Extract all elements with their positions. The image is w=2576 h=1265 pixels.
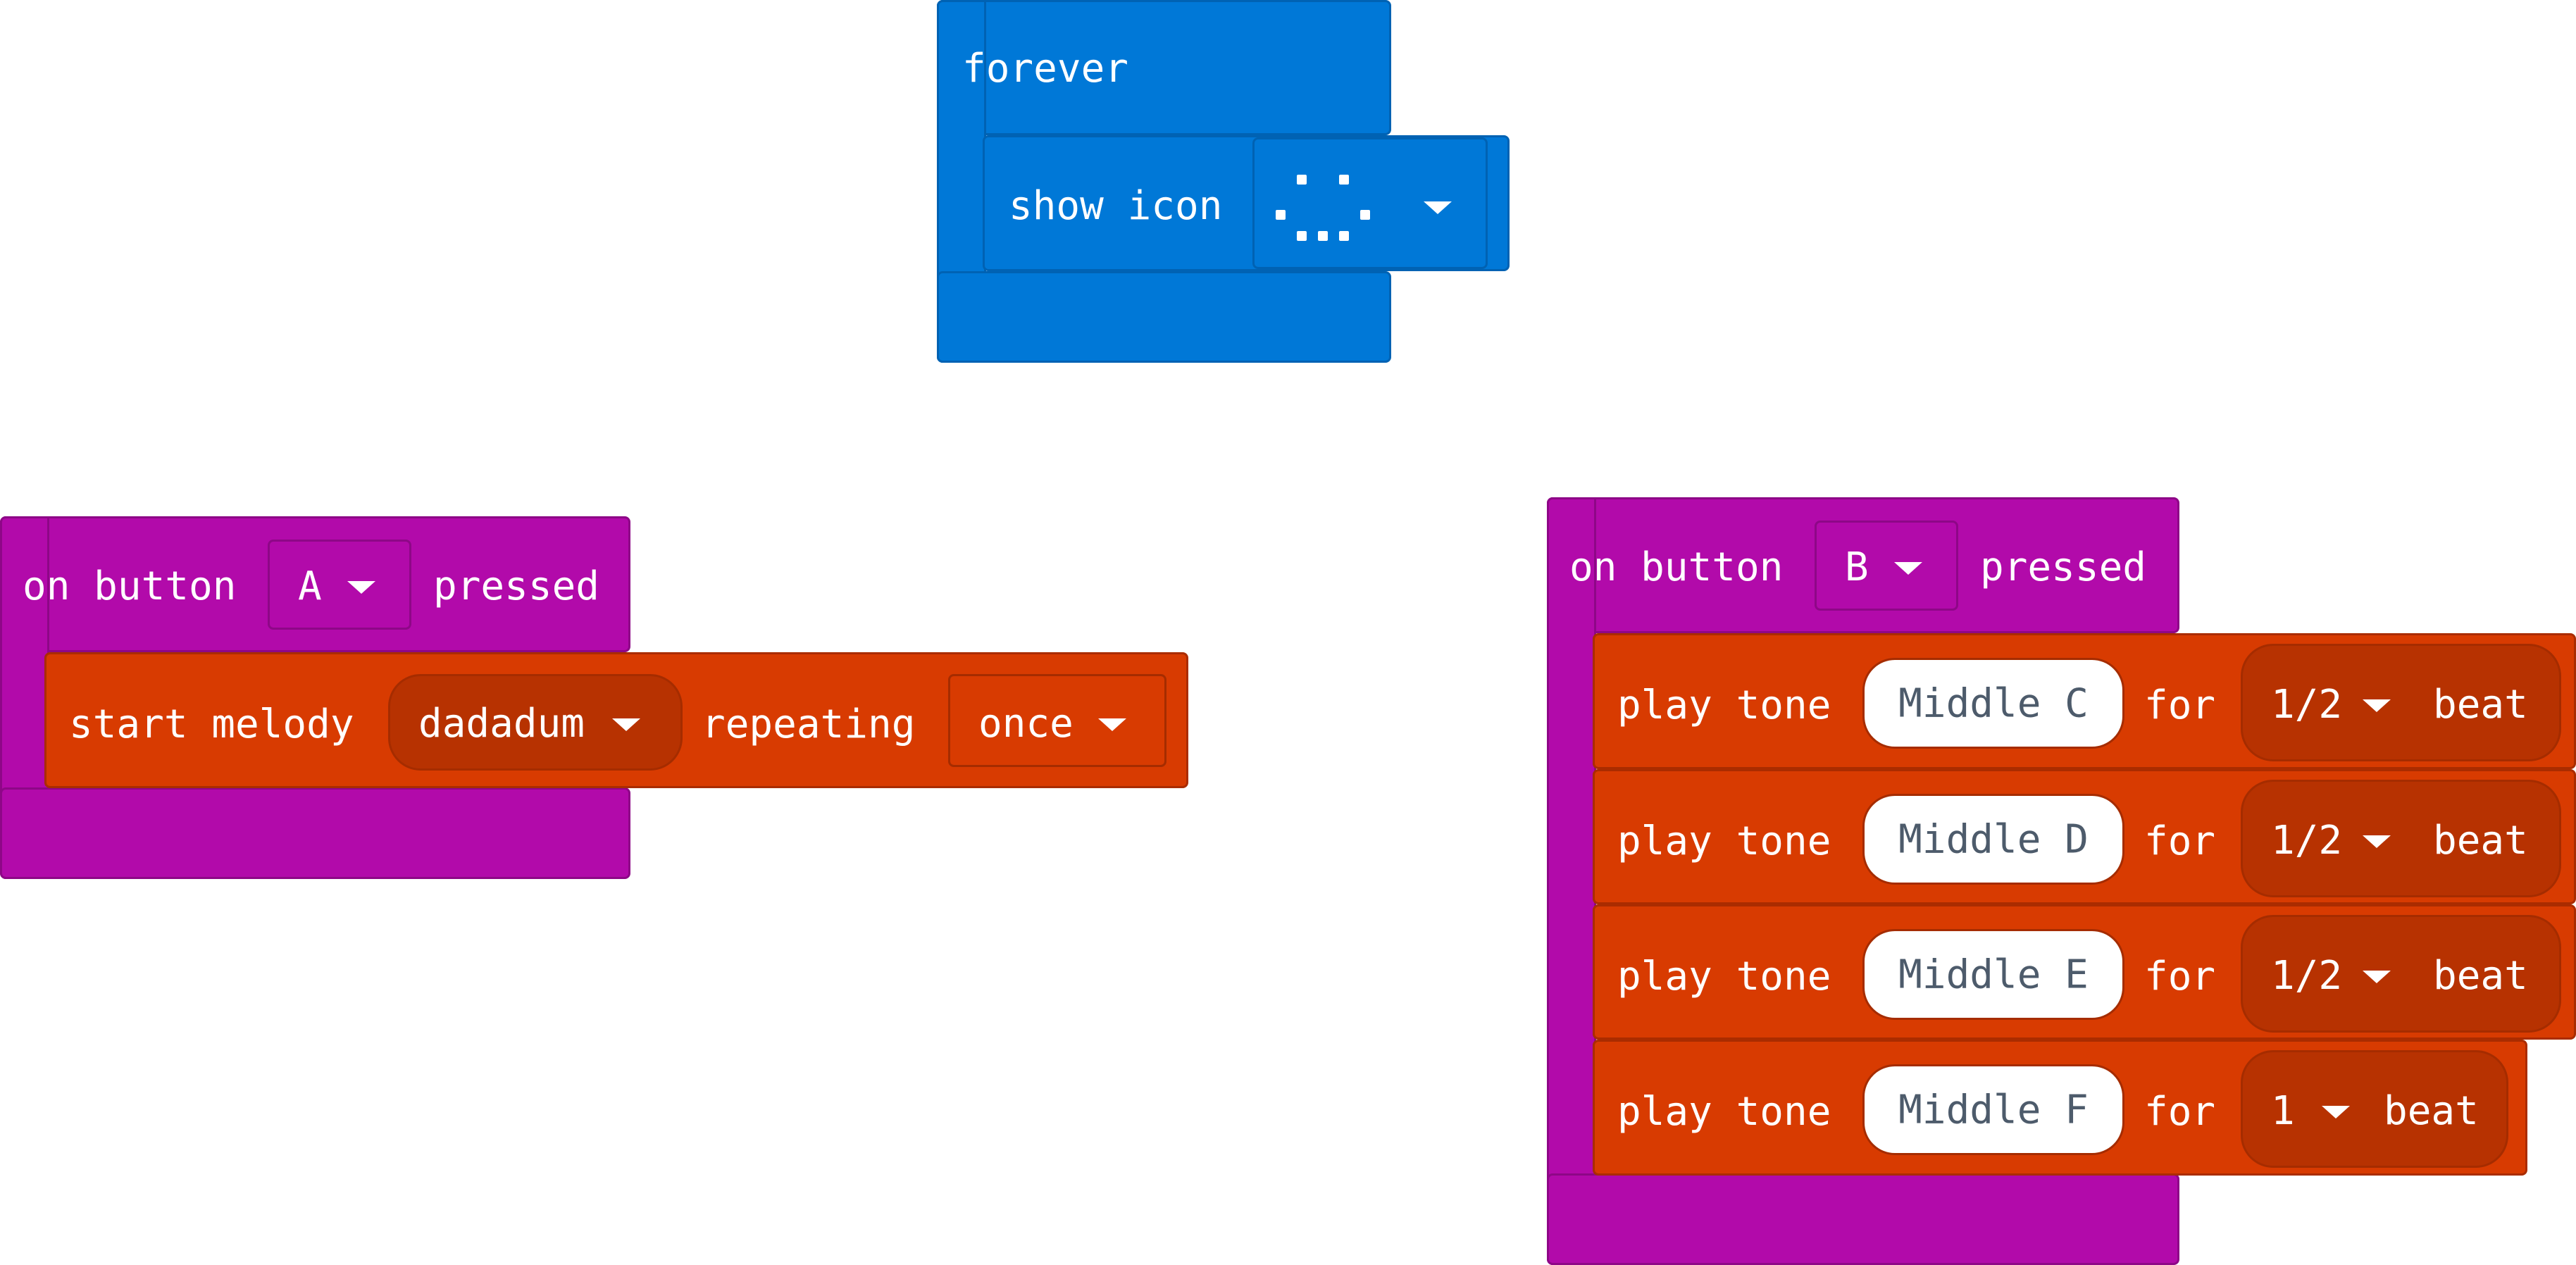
forever-block[interactable]: forever (937, 0, 1391, 363)
button-a-value: A (298, 563, 322, 609)
chevron-down-icon (2363, 835, 2391, 848)
button-a-dropdown[interactable]: A (268, 540, 411, 630)
beat-dropdown[interactable]: 1/2 beat (2241, 915, 2561, 1033)
on-button-a-block[interactable]: on button A pressed (0, 516, 630, 879)
note-value: Middle E (1898, 952, 2089, 997)
beat-value: 1/2 (2271, 818, 2343, 864)
show-icon-block[interactable]: show icon (983, 135, 1510, 271)
chevron-down-icon (612, 718, 640, 731)
chevron-down-icon (2363, 699, 2391, 712)
beat-label: beat (2433, 682, 2528, 728)
chevron-down-icon (347, 581, 375, 594)
forever-block-bottom (937, 271, 1391, 363)
on-button-a-suffix: pressed (433, 563, 600, 609)
play-tone-block[interactable]: play tone Middle D for 1/2 beat (1593, 769, 2576, 904)
beat-label: beat (2384, 1088, 2479, 1134)
for-label: for (2144, 954, 2216, 999)
repeat-dropdown[interactable]: once (948, 674, 1166, 767)
beat-value: 1 (2271, 1088, 2295, 1134)
beat-dropdown[interactable]: 1/2 beat (2241, 780, 2561, 897)
for-label: for (2144, 1089, 2216, 1135)
show-icon-label: show icon (1009, 183, 1223, 229)
note-value: Middle C (1898, 680, 2089, 726)
beat-dropdown[interactable]: 1/2 beat (2241, 644, 2561, 761)
chevron-down-icon (1424, 201, 1452, 214)
on-button-b-bottom (1547, 1173, 2179, 1265)
melody-dropdown[interactable]: dadadum (388, 674, 683, 771)
beat-value: 1/2 (2271, 682, 2343, 728)
play-tone-block[interactable]: play tone Middle C for 1/2 beat (1593, 633, 2576, 769)
start-melody-label: start melody (69, 702, 354, 747)
play-tone-label: play tone (1617, 954, 1831, 999)
beat-dropdown[interactable]: 1 beat (2241, 1050, 2508, 1168)
button-b-value: B (1845, 544, 1869, 590)
for-label: for (2144, 818, 2216, 864)
repeat-value: once (978, 701, 1074, 747)
on-button-b-prefix: on button (1569, 544, 1784, 590)
button-b-dropdown[interactable]: B (1815, 521, 1958, 611)
play-tone-block[interactable]: play tone Middle F for 1 beat (1593, 1040, 2527, 1176)
smiley-led-icon (1269, 168, 1381, 245)
for-label: for (2144, 683, 2216, 728)
chevron-down-icon (1098, 718, 1126, 731)
beat-label: beat (2433, 818, 2528, 864)
on-button-a-bottom (0, 787, 630, 879)
note-input[interactable]: Middle D (1862, 794, 2124, 885)
on-button-b-suffix: pressed (1980, 544, 2147, 590)
beat-value: 1/2 (2271, 953, 2343, 999)
on-button-b-block[interactable]: on button B pressed (1547, 497, 2179, 1265)
chevron-down-icon (2363, 971, 2391, 983)
on-button-b-spine (1547, 497, 1596, 1265)
repeating-label: repeating (702, 702, 916, 747)
note-value: Middle F (1898, 1087, 2089, 1133)
forever-block-top (937, 0, 1391, 135)
play-tone-label: play tone (1617, 818, 1831, 864)
chevron-down-icon (2322, 1106, 2350, 1118)
chevron-down-icon (1894, 562, 1922, 575)
note-value: Middle D (1898, 816, 2089, 862)
play-tone-block[interactable]: play tone Middle E for 1/2 beat (1593, 904, 2576, 1040)
melody-value: dadadum (418, 701, 585, 747)
beat-label: beat (2433, 953, 2528, 999)
icon-dropdown[interactable] (1252, 137, 1488, 269)
note-input[interactable]: Middle E (1862, 929, 2124, 1020)
play-tone-label: play tone (1617, 683, 1831, 728)
play-tone-label: play tone (1617, 1089, 1831, 1135)
start-melody-block[interactable]: start melody dadadum repeating once (44, 652, 1188, 788)
note-input[interactable]: Middle F (1862, 1064, 2124, 1155)
on-button-a-prefix: on button (23, 563, 237, 609)
forever-label: forever (962, 46, 1129, 92)
note-input[interactable]: Middle C (1862, 658, 2124, 749)
